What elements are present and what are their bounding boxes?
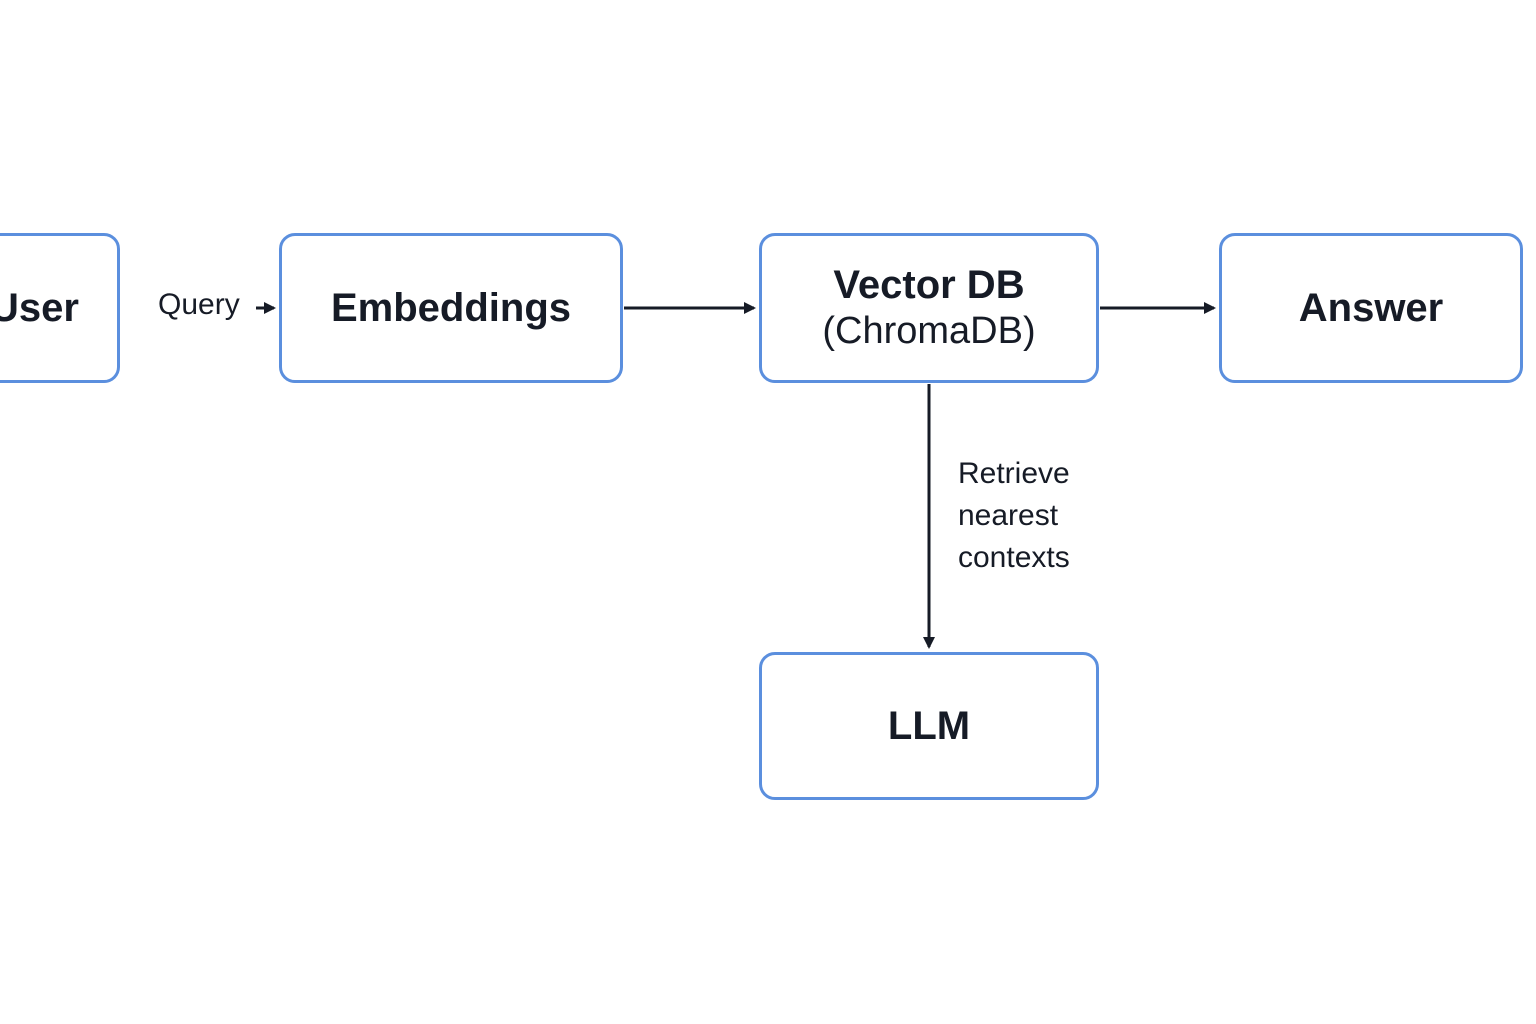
user-node: User [0, 233, 120, 383]
user-node-label: User [0, 286, 79, 330]
vector-db-node-subtitle: (ChromaDB) [822, 310, 1036, 353]
embeddings-node: Embeddings [279, 233, 623, 383]
query-edge-text: Query [158, 288, 240, 321]
llm-node: LLM [759, 652, 1099, 800]
vector-db-node-title: Vector DB [833, 263, 1025, 308]
retrieve-edge-line-1: Retrieve [958, 457, 1070, 490]
vector-db-node: Vector DB (ChromaDB) [759, 233, 1099, 383]
retrieve-edge-line-2: nearest [958, 499, 1059, 532]
query-edge-label: Query [158, 284, 240, 326]
retrieve-edge-line-3: contexts [958, 541, 1070, 574]
answer-node-label: Answer [1298, 286, 1444, 330]
llm-node-label: LLM [887, 704, 971, 748]
answer-node: Answer [1219, 233, 1523, 383]
retrieve-edge-label: Retrieve nearest contexts [958, 453, 1158, 579]
embeddings-node-label: Embeddings [330, 286, 572, 330]
